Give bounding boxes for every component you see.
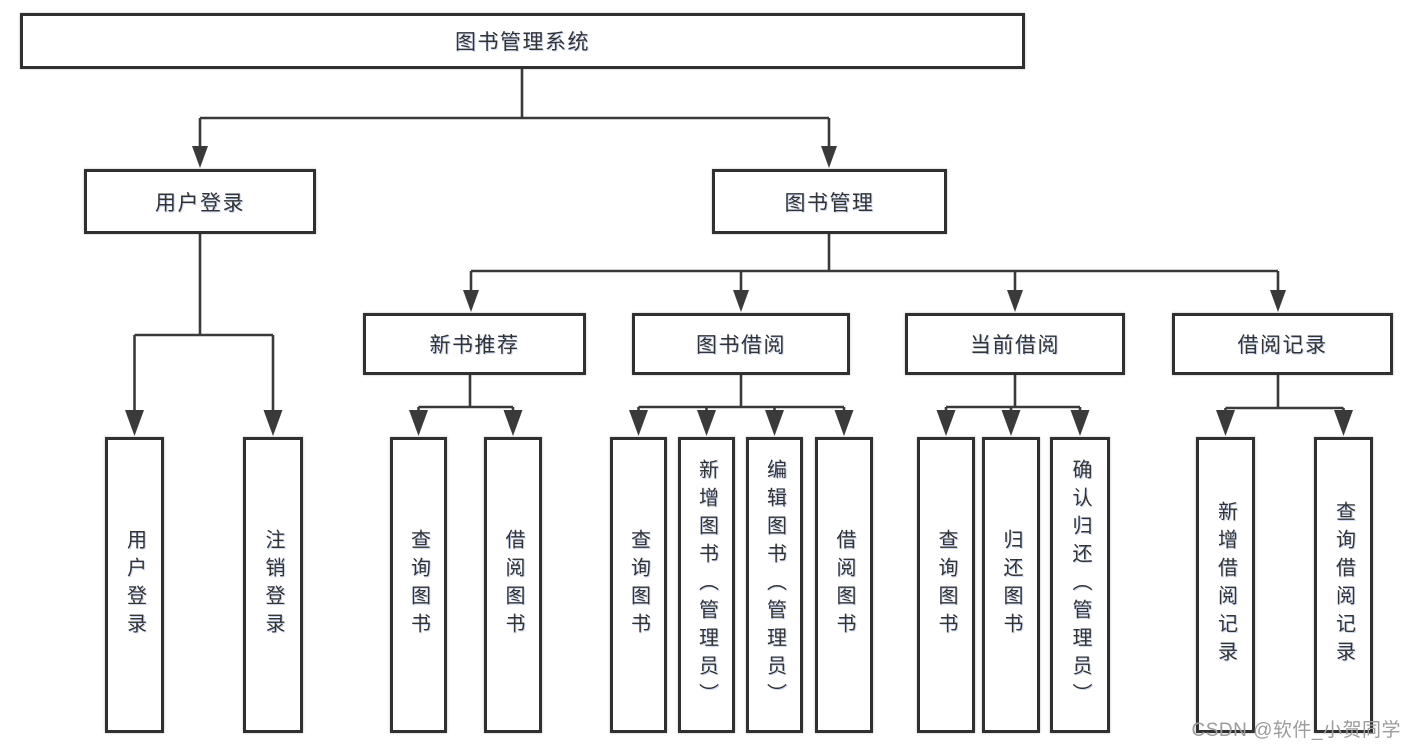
edge-new-book-rec-to-leaves [409,375,523,436]
node-book-borrowing: 图书借阅 [632,313,850,375]
node-label: 借阅图书 [833,529,855,641]
leaf-nbr-query-book: 查询图书 [390,437,447,733]
leaf-nbr-borrow-book: 借阅图书 [484,437,542,733]
node-borrowing-records: 借阅记录 [1172,313,1393,375]
node-label: 用户登录 [155,191,245,215]
node-label: 注销登录 [262,529,284,641]
node-label: 用户登录 [123,529,146,641]
node-label: 借阅记录 [1237,334,1328,357]
node-label: 新增借阅记录 [1214,501,1237,669]
node-current-borrowing: 当前借阅 [905,313,1125,375]
node-label: 编辑图书（管理员） [763,459,786,711]
node-label: 查询借阅记录 [1332,501,1355,669]
edge-book-mgmt-to-level3 [463,234,1286,312]
node-library-system: 图书管理系统 [20,13,1025,69]
leaf-bb-query-book: 查询图书 [610,437,667,733]
leaf-user-login: 用户登录 [105,437,164,733]
edge-root-to-level2 [192,69,837,168]
node-label: 归还图书 [1000,529,1022,641]
node-label: 新书推荐 [429,334,520,357]
leaf-cb-return-book: 归还图书 [982,437,1040,733]
node-label: 当前借阅 [970,334,1060,357]
edge-book-borrow-to-leaves [629,375,854,436]
node-label: 查询图书 [627,529,650,641]
node-book-management: 图书管理 [712,169,947,234]
node-label: 查询图书 [935,529,957,641]
leaf-bb-add-book-admin: 新增图书（管理员） [678,437,735,733]
csdn-watermark: CSDN @软件_小贺同学 [1191,720,1401,741]
node-user-login: 用户登录 [84,169,316,234]
node-label: 确认归还（管理员） [1069,459,1091,711]
node-new-book-recommend: 新书推荐 [363,313,586,375]
edge-borrow-records-to-leaves [1216,375,1353,436]
leaf-br-query-record: 查询借阅记录 [1314,437,1373,733]
edge-user-login-to-leaves [125,234,283,436]
node-label: 查询图书 [407,529,430,641]
leaf-cb-confirm-return-admin: 确认归还（管理员） [1050,437,1110,733]
edge-current-borrow-to-leaves [936,375,1090,436]
node-label: 新增图书（管理员） [695,459,718,711]
node-label: 图书管理 [784,191,875,215]
node-label: 借阅图书 [502,529,524,641]
node-label: 图书借阅 [696,334,786,357]
leaf-bb-borrow-book: 借阅图书 [815,437,873,733]
leaf-br-add-record: 新增借阅记录 [1196,437,1255,733]
node-label: 图书管理系统 [455,31,590,54]
leaf-bb-edit-book-admin: 编辑图书（管理员） [746,437,803,733]
leaf-logout: 注销登录 [243,437,303,733]
leaf-cb-query-book: 查询图书 [917,437,975,733]
